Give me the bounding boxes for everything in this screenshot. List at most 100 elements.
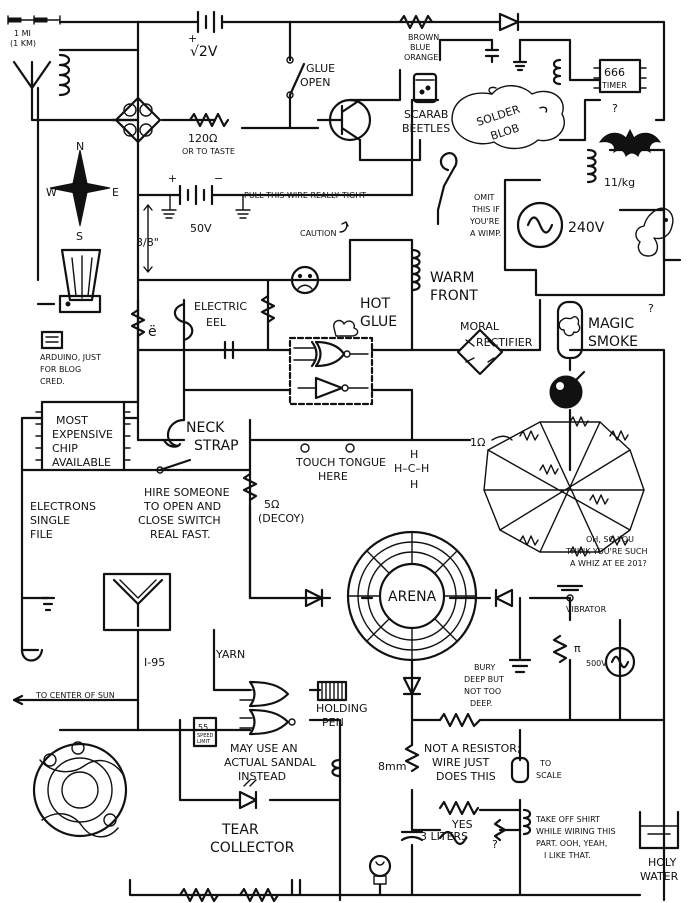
timer-question: ? [612,102,618,115]
resistor-brown-blue-orange: BROWN BLUE ORANGE [398,14,439,62]
eel-label-2: EEL [206,316,227,329]
sandal-1: MAY USE AN [230,742,298,755]
holding-pen-2: PEN [322,716,344,729]
ac-240v-label: 240V [568,220,605,236]
whiz-3: A WHIZ AT EE 201? [570,559,647,568]
tongue-label-2: HERE [318,470,348,483]
moral-label-1: MORAL [460,320,500,333]
to-scale-1: TO [539,759,551,768]
center-of-sun-arrow: TO CENTER OF SUN [12,691,140,706]
bbo-label-1: BROWN [408,33,439,42]
resistor-yes: YES [438,800,480,831]
speed-limit-word1: SPEED [197,733,214,739]
magic-question: ? [648,302,654,315]
holding-pen-1: HOLDING [316,702,368,715]
logic-gates-lower [239,680,296,736]
capacitor-3-liters: 3 LITERS [400,830,468,846]
yarn-label: YARN [215,648,245,661]
bury-4: DEEP. [470,699,492,708]
electrons-3: FILE [30,528,53,541]
ac-source-240v: 240V [516,201,605,249]
omit-2: THIS IF [471,205,500,214]
battery-plus: + [188,32,197,45]
omit-note: OMIT THIS IF YOU'RE A WIMP. [469,193,501,238]
holy-water-2: WATER [640,870,679,883]
glue-open-switch: GLUE OPEN [286,56,335,99]
shirt-1: TAKE OFF SHIRT [535,815,600,824]
scale-label-mi: 1 MI [14,29,31,38]
compass-icon: N S W E [46,140,119,243]
moral-label-2: RECTIFIER [476,336,533,349]
inductor-bat [586,148,597,184]
hch-bottom: H [410,478,418,491]
arduino-label-1: ARDUINO, JUST [40,353,101,362]
tear-label-1: TEAR [221,822,259,838]
to-scale-component: TO SCALE [510,756,562,784]
hot-glue-1: HOT [360,296,391,312]
capacitor-mid [223,340,235,360]
chip-label-2: EXPENSIVE [52,428,113,441]
holding-pen-icon: HOLDING PEN [316,680,368,729]
sandal-note: MAY USE AN ACTUAL SANDAL INSTEAD [224,742,317,783]
hot-glue-blob: HOT GLUE [333,296,397,337]
shirt-question: ? [492,838,498,851]
squirrel-icon [635,207,674,257]
frowny-face-icon [290,265,320,295]
scarab-label-1: SCARAB [404,108,448,121]
one-ohm-label: 1Ω [470,436,485,449]
bury-2: DEEP BUT [464,675,504,684]
warm-front-1: WARM [430,270,474,286]
v500-label: 500V [586,659,607,668]
resistor-e-umlaut: ë [130,308,157,340]
neck-strap-1: NECK [186,420,225,436]
caution-label: CAUTION [300,221,349,238]
balloon-icon [436,152,458,226]
omit-1: OMIT [474,193,495,202]
arduino-label-3: CRED. [40,377,65,386]
battery-top: + √2V [188,10,224,60]
arena-icon: ARENA [346,530,478,662]
e-umlaut-label: ë [148,324,157,340]
compass-n: N [76,140,84,153]
timer-666: 666 TIMER ? [593,58,647,115]
speed-limit-word2: LIMIT [197,739,211,745]
compass-w: W [46,186,57,199]
solder-blob: SOLDER BLOB [451,85,565,150]
not-resistor-2: WIRE JUST [432,756,489,769]
arduino-icon: ARDUINO, JUST FOR BLOG CRED. [36,248,102,386]
timer-label-2: TIMER [601,81,627,90]
bomb-icon [549,370,586,409]
battery-50v: + − 50V PULL THIS WIRE REALLY TIGHT [161,172,366,235]
battery-top-label: √2V [190,44,218,60]
three-liters-label: 3 LITERS [420,830,468,843]
ground-left [20,596,56,662]
compass-s: S [76,230,83,243]
warm-front-2: FRONT [430,288,478,304]
coil-8mm [331,758,342,778]
scale-label-km: (1 KM) [10,39,36,48]
timer-label-1: 666 [604,66,625,79]
omit-3: YOU'RE [469,217,499,226]
not-resistor-3: DOES THIS [436,770,496,783]
not-a-resistor: 8mm NOT A RESISTOR; WIRE JUST DOES THIS [378,712,521,783]
speed-limit-number: 55 [198,723,208,732]
methane-label: H H–C–H H [394,448,429,491]
holy-water-1: HOLY [648,856,677,869]
decoy-2: (DECOY) [258,512,304,525]
neck-strap-2: STRAP [194,438,239,454]
hire-3: CLOSE SWITCH [138,514,221,527]
diode-arena-right [494,588,514,608]
shirt-4: I LIKE THAT. [544,851,591,860]
sun-label: TO CENTER OF SUN [35,691,115,700]
diode-bridge [114,96,162,144]
pull-wire-label: PULL THIS WIRE REALLY TIGHT [244,191,366,200]
omit-4: A WIMP. [470,229,501,238]
resistor-120-label: 120Ω [188,132,217,145]
chip-icon: MOST EXPENSIVE CHIP AVAILABLE [35,400,131,472]
battery-50v-label: 50V [190,222,212,235]
moral-rectifier: MORAL RECTIFIER [456,320,533,376]
scale-bar: 1 MI (1 KM) [7,15,61,48]
resistor-120-note: OR TO TASTE [182,147,235,156]
to-scale-2: SCALE [536,771,562,780]
